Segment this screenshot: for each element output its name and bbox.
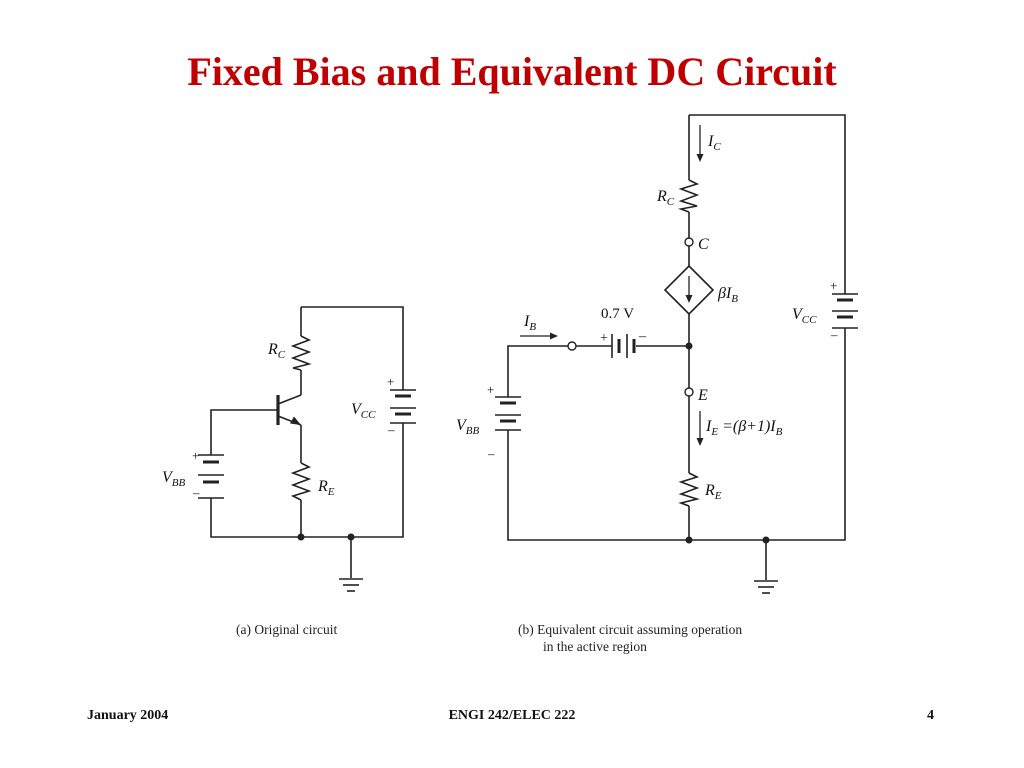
re-label-a: RE	[317, 478, 335, 498]
base-junction-dot	[685, 342, 693, 350]
vbb-battery-a	[198, 454, 224, 499]
vbb-label-b: VBB	[456, 417, 480, 437]
c-terminal	[684, 237, 694, 247]
footer-page-number: 4	[927, 708, 934, 723]
e-terminal	[684, 387, 694, 397]
e-label: E	[697, 387, 708, 404]
rc-resistor-b	[678, 179, 700, 213]
ic-arrow	[696, 125, 704, 162]
vcc-plus-a: +	[387, 374, 394, 389]
footer-course: ENGI 242/ELEC 222	[448, 708, 576, 723]
ground-symbol-b	[754, 580, 778, 594]
vbb-plus-b: +	[487, 382, 494, 397]
vdrop-minus: –	[638, 329, 647, 344]
circuit-b-wires	[507, 114, 846, 580]
rc-resistor-a	[290, 335, 312, 371]
circuit-a-wires	[210, 306, 404, 578]
caption-a: (a) Original circuit	[236, 622, 337, 637]
c-label: C	[698, 236, 709, 253]
slide-title: Fixed Bias and Equivalent DC Circuit	[187, 49, 837, 94]
rc-label-a: RC	[267, 341, 286, 361]
vcc-plus-b: +	[830, 278, 837, 293]
source-label: βIB	[717, 285, 738, 305]
vcc-minus-b: –	[830, 327, 838, 342]
ground-symbol-a	[339, 578, 363, 592]
b-terminal	[567, 341, 577, 351]
vdrop-plus: +	[600, 331, 608, 346]
vcc-minus-a: –	[387, 422, 395, 437]
diode-drop-battery	[611, 334, 636, 358]
ib-arrow	[520, 332, 558, 340]
re-label-b: RE	[704, 482, 722, 502]
vbb-battery-b	[495, 396, 521, 431]
junction-dots-b	[685, 536, 770, 544]
vbb-plus-a: +	[192, 448, 199, 463]
vcc-label-a: VCC	[351, 401, 376, 421]
footer-date: January 2004	[87, 708, 169, 723]
circuit-b: IC RC C βIB IB 0.7 V + – E IE =(β+1)IB R…	[456, 114, 858, 654]
junction-dots-a	[297, 533, 355, 541]
circuit-a: RC RE VCC + – VBB + – (a) Original circu…	[162, 306, 416, 637]
ie-arrow	[696, 411, 704, 446]
caption-b-line2: in the active region	[543, 639, 647, 654]
vcc-battery-b	[832, 293, 858, 329]
caption-b-line1: (b) Equivalent circuit assuming operatio…	[518, 622, 742, 637]
re-resistor-b	[678, 472, 700, 507]
dependent-current-source	[663, 264, 715, 316]
ie-label: IE =(β+1)IB	[705, 418, 783, 438]
transistor-symbol	[276, 394, 302, 426]
vbb-label-a: VBB	[162, 469, 186, 489]
ic-label: IC	[707, 133, 721, 153]
vbb-minus-b: –	[487, 446, 495, 461]
re-resistor-a	[290, 462, 312, 501]
rc-label-b: RC	[656, 188, 675, 208]
vcc-battery-a	[390, 389, 416, 424]
vbb-minus-a: –	[192, 485, 200, 500]
vcc-label-b: VCC	[792, 306, 817, 326]
ib-label: IB	[523, 313, 536, 333]
vdrop-label: 0.7 V	[601, 306, 634, 322]
